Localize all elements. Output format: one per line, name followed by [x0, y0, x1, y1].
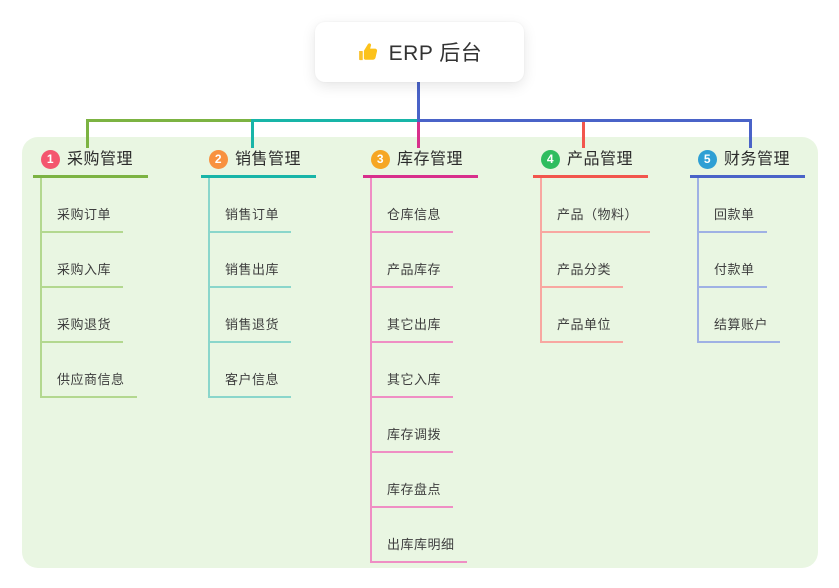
children-connector-line	[40, 178, 42, 398]
child-topic[interactable]: 仓库信息	[370, 178, 454, 233]
root-node[interactable]: ERP 后台	[315, 22, 524, 82]
branch-header[interactable]: 4 产品管理	[533, 148, 649, 178]
branch-column: 1 采购管理采购订单采购入库采购退货供应商信息	[33, 148, 149, 398]
child-topic[interactable]: 库存盘点	[370, 453, 454, 508]
root-connector-line	[417, 82, 420, 122]
child-topic[interactable]: 销售退货	[208, 288, 292, 343]
child-topic[interactable]: 产品库存	[370, 233, 454, 288]
branch-label: 采购管理	[67, 151, 134, 168]
branch-header[interactable]: 5 财务管理	[690, 148, 806, 178]
branch-children: 采购订单采购入库采购退货供应商信息	[40, 178, 137, 398]
branch-connector-drop	[251, 119, 254, 148]
thumbs-up-icon	[357, 41, 380, 64]
child-topic[interactable]: 付款单	[697, 233, 767, 288]
branch-label: 销售管理	[235, 151, 302, 168]
branch-column: 4 产品管理产品（物料）产品分类产品单位	[533, 148, 651, 343]
branch-connector-drop	[749, 119, 752, 148]
branch-connector-drop	[86, 119, 89, 148]
branch-number-badge: 1	[41, 150, 60, 169]
branch-children: 回款单付款单结算账户	[697, 178, 781, 343]
children-connector-line	[208, 178, 210, 398]
branch-number-badge: 2	[209, 150, 228, 169]
branch-column: 5 财务管理回款单付款单结算账户	[690, 148, 806, 343]
branch-number-badge: 3	[371, 150, 390, 169]
branch-number-badge: 4	[541, 150, 560, 169]
child-topic[interactable]: 回款单	[697, 178, 767, 233]
branch-number-badge: 5	[698, 150, 717, 169]
branch-connector-drop	[582, 119, 585, 148]
child-topic[interactable]: 销售订单	[208, 178, 292, 233]
child-topic[interactable]: 采购退货	[40, 288, 124, 343]
branches-panel	[22, 137, 818, 568]
branch-column: 3 库存管理仓库信息产品库存其它出库其它入库库存调拨库存盘点出库库明细	[363, 148, 479, 563]
child-topic[interactable]: 产品单位	[540, 288, 624, 343]
child-topic[interactable]: 产品（物料）	[540, 178, 651, 233]
branch-children: 销售订单销售出库销售退货客户信息	[208, 178, 292, 398]
children-connector-line	[370, 178, 372, 563]
child-topic[interactable]: 结算账户	[697, 288, 781, 343]
branch-connector-horizontal	[417, 119, 752, 122]
child-topic[interactable]: 销售出库	[208, 233, 292, 288]
child-topic[interactable]: 供应商信息	[40, 343, 137, 398]
branch-column: 2 销售管理销售订单销售出库销售退货客户信息	[201, 148, 317, 398]
branch-label: 产品管理	[567, 151, 634, 168]
root-label: ERP 后台	[388, 42, 483, 65]
child-topic[interactable]: 采购入库	[40, 233, 124, 288]
branch-header[interactable]: 1 采购管理	[33, 148, 149, 178]
child-topic[interactable]: 采购订单	[40, 178, 124, 233]
branch-connector-drop	[417, 119, 420, 148]
branch-children: 产品（物料）产品分类产品单位	[540, 178, 651, 343]
child-topic[interactable]: 产品分类	[540, 233, 624, 288]
branch-children: 仓库信息产品库存其它出库其它入库库存调拨库存盘点出库库明细	[370, 178, 467, 563]
branch-header[interactable]: 2 销售管理	[201, 148, 317, 178]
children-connector-line	[540, 178, 542, 343]
child-topic[interactable]: 库存调拨	[370, 398, 454, 453]
child-topic[interactable]: 其它出库	[370, 288, 454, 343]
branch-label: 财务管理	[724, 151, 791, 168]
child-topic[interactable]: 出库库明细	[370, 508, 467, 563]
child-topic[interactable]: 其它入库	[370, 343, 454, 398]
children-connector-line	[697, 178, 699, 343]
branch-connector-horizontal	[251, 119, 420, 122]
branch-header[interactable]: 3 库存管理	[363, 148, 479, 178]
child-topic[interactable]: 客户信息	[208, 343, 292, 398]
branch-label: 库存管理	[397, 151, 464, 168]
